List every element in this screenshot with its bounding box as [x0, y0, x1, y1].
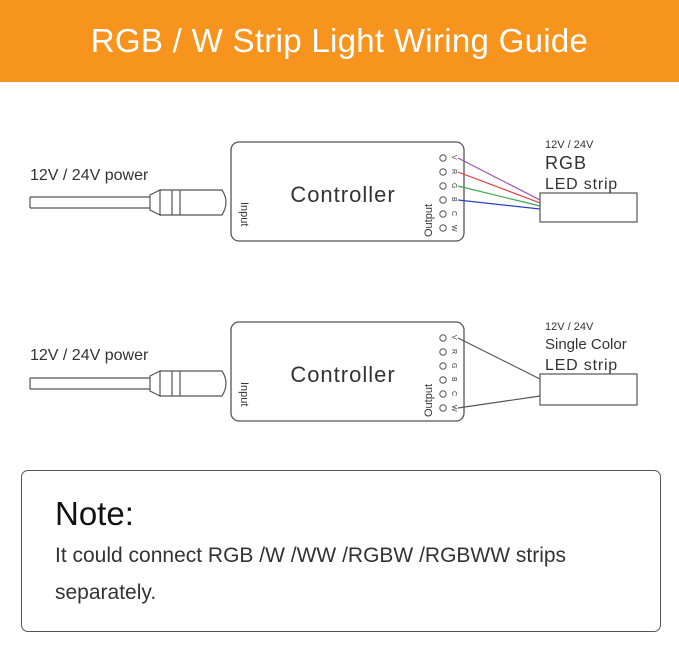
output-label: Output: [423, 384, 435, 417]
pin-label: B: [450, 377, 457, 382]
led-strip-box: [539, 192, 638, 223]
controller-label: Controller: [290, 362, 395, 387]
pin-terminal: [439, 224, 447, 232]
note-text: It could connect RGB /W /WW /RGBW /RGBWW…: [55, 544, 567, 604]
pin-label: B: [450, 197, 457, 202]
strip-type: RGB: [545, 153, 587, 173]
pin-label: V: [450, 335, 457, 340]
diagram-rgb: 12V / 24V power Controller Input Output …: [29, 139, 638, 242]
strip-type: Single Color: [545, 336, 627, 353]
strip-voltage: 12V / 24V: [545, 321, 594, 333]
pin-label: G: [450, 183, 457, 188]
wire-r: [457, 171, 541, 204]
input-label: Input: [238, 202, 250, 226]
power-cable: [29, 189, 227, 216]
title-banner: RGB / W Strip Light Wiring Guide: [0, 0, 679, 82]
pin-label: R: [450, 169, 457, 174]
wire-g: [457, 185, 541, 207]
note-heading: Note:: [55, 495, 134, 532]
page-title: RGB / W Strip Light Wiring Guide: [90, 22, 589, 59]
output-pins: V R G B C W: [439, 154, 457, 232]
pin-terminal: [439, 376, 447, 384]
pin-terminal: [439, 334, 447, 342]
pin-label: C: [450, 211, 457, 216]
pin-terminal: [439, 168, 447, 176]
strip-voltage: 12V / 24V: [545, 139, 594, 151]
input-label: Input: [238, 382, 250, 406]
pin-terminal: [439, 210, 447, 218]
pin-terminal: [439, 182, 447, 190]
pin-label: W: [450, 405, 457, 412]
output-pins: V R G B C W: [439, 334, 457, 412]
wiring-diagrams: 12V / 24V power Controller Input Output …: [29, 139, 638, 422]
led-strip-box: [539, 373, 638, 406]
note-box: Note: It could connect RGB /W /WW /RGBW …: [21, 470, 661, 632]
wire-w: [457, 395, 541, 409]
wire-b: [457, 199, 541, 210]
wire-v: [457, 337, 541, 380]
diagram-single-color: 12V / 24V power Controller Input Output …: [29, 321, 638, 422]
pin-label: V: [450, 155, 457, 160]
pin-terminal: [439, 404, 447, 412]
pin-terminal: [439, 348, 447, 356]
controller-label: Controller: [290, 182, 395, 207]
controller-box: [230, 141, 465, 242]
strip-label: LED strip: [545, 357, 618, 374]
wire-v: [457, 157, 541, 201]
pin-terminal: [439, 362, 447, 370]
power-cable: [29, 370, 227, 397]
single-color-wires: [457, 337, 541, 409]
output-label: Output: [423, 204, 435, 237]
pin-label: G: [450, 363, 457, 368]
pin-terminal: [439, 154, 447, 162]
controller-box: [230, 321, 465, 422]
power-label: 12V / 24V power: [30, 347, 149, 364]
pin-label: W: [450, 225, 457, 232]
pin-label: R: [450, 349, 457, 354]
pin-label: C: [450, 391, 457, 396]
pin-terminal: [439, 390, 447, 398]
power-label: 12V / 24V power: [30, 167, 149, 184]
pin-terminal: [439, 196, 447, 204]
rgb-wires: [457, 157, 541, 210]
strip-label: LED strip: [545, 176, 618, 193]
